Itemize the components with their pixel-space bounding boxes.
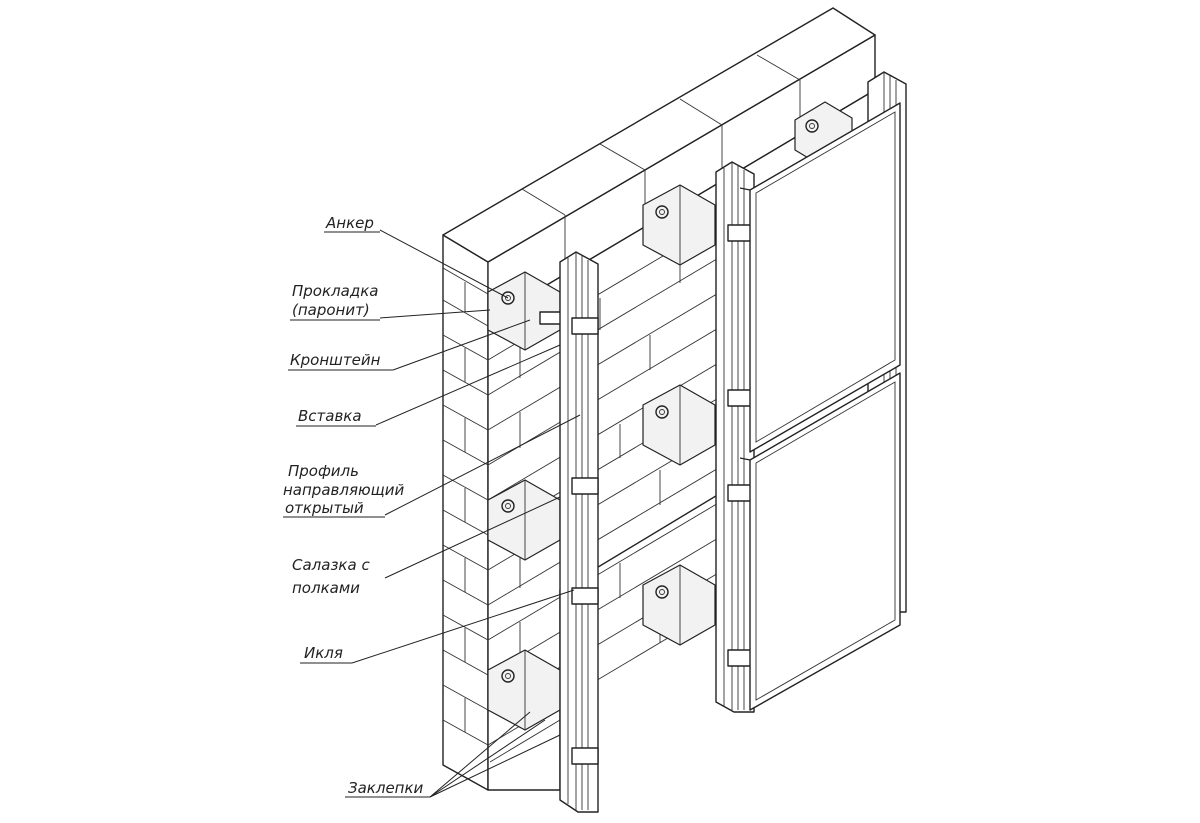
label-gasket-1: Прокладка [292,282,378,300]
side-courses [442,267,489,746]
labels: Анкер Прокладка (паронит) Кронштейн Вста… [283,214,430,798]
label-bracket: Кронштейн [290,351,381,369]
label-rivets: Заклепки [348,779,424,797]
label-profile-3: открытый [285,499,364,517]
bracket-5 [487,479,561,561]
label-slide-1: Салазка с [292,556,370,574]
label-fang: Икля [304,644,343,662]
label-insert: Вставка [298,407,362,425]
wall-top-face [442,7,876,263]
bracket-4 [642,384,716,466]
label-profile-2: направляющий [283,481,404,499]
panel-upper [749,102,901,453]
brackets [487,101,853,731]
leader-lines [351,229,581,798]
label-gasket-2: (паронит) [292,301,370,319]
bracket-1 [487,271,563,351]
bracket-2 [642,184,716,266]
label-profile-1: Профиль [288,462,359,480]
slide-clip [571,317,599,335]
cladding-panels [739,102,901,711]
label-anchor: Анкер [325,214,374,232]
panel-lower [749,372,901,711]
guide-profile-left [559,251,599,813]
bracket-6 [642,564,716,646]
label-slide-2: полками [292,579,360,597]
guide-profile-right [715,161,755,713]
